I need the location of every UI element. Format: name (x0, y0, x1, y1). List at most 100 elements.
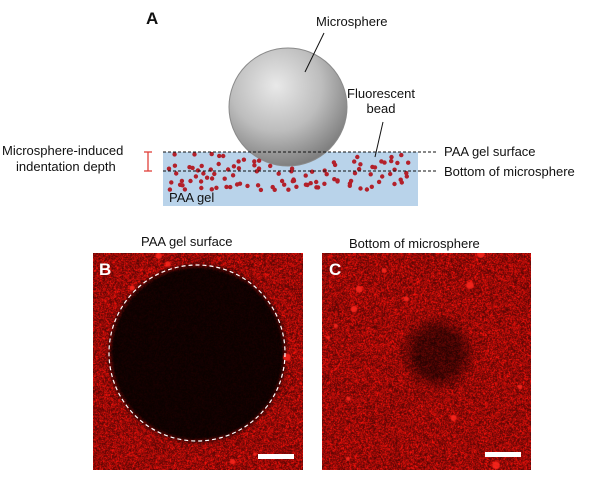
bead (198, 179, 204, 184)
bead (303, 173, 308, 178)
bead (395, 160, 400, 166)
bead (406, 160, 411, 165)
bead (392, 181, 397, 187)
fluorescent-bead-label-line2: bead (366, 101, 396, 116)
microsphere-label: Microsphere (316, 14, 388, 29)
panel-c-title: Bottom of microsphere (349, 236, 480, 251)
microsphere-bottom-fluorescence-image (322, 253, 531, 470)
bead (212, 171, 217, 177)
bead (352, 159, 357, 164)
bead (166, 166, 172, 171)
gel-surface-fluorescence-image (93, 253, 303, 470)
bead (236, 166, 242, 171)
bead (199, 163, 204, 169)
bead (252, 163, 257, 168)
indentation-depth-label-line1: Microsphere-induced (2, 143, 124, 158)
bead (358, 186, 363, 191)
bead (404, 174, 409, 179)
bead (389, 158, 394, 164)
bead (309, 169, 315, 174)
fluorescent-beads (166, 151, 411, 193)
bead (231, 164, 237, 169)
bead (289, 166, 295, 171)
bead (270, 184, 275, 190)
microsphere-leader (304, 32, 325, 73)
bead (369, 184, 374, 189)
bead (245, 183, 250, 189)
bead (174, 171, 179, 176)
bead (256, 158, 262, 163)
bead (221, 153, 226, 159)
bead (335, 178, 340, 183)
bead (214, 185, 219, 190)
gel-surface-label: PAA gel surface (444, 144, 536, 159)
bead (217, 153, 222, 159)
paa-gel-label: PAA gel (169, 190, 215, 205)
bead (294, 184, 299, 189)
bead (279, 178, 285, 184)
panel-b-letter: B (99, 260, 112, 279)
bead (195, 168, 201, 173)
bead (382, 160, 387, 165)
bead (322, 181, 327, 186)
bead (256, 166, 262, 171)
bead (179, 178, 185, 184)
bead (255, 183, 261, 188)
panel-b-scale-bar (258, 454, 294, 459)
bead (389, 154, 394, 160)
bead (228, 184, 233, 190)
panel-c-letter: C (329, 260, 342, 279)
bead (308, 181, 313, 186)
bead (224, 184, 229, 190)
bead (356, 166, 362, 172)
bead (199, 185, 204, 191)
bead (169, 180, 174, 185)
bead (376, 179, 382, 185)
bead-leader (374, 121, 384, 158)
bead (236, 159, 241, 164)
bead (372, 165, 378, 170)
bead (187, 165, 192, 170)
bead (172, 163, 178, 168)
bead (222, 176, 227, 181)
bead (216, 161, 221, 167)
microsphere (228, 47, 348, 167)
bead (332, 177, 337, 182)
fluorescent-bead-label-line1: Fluorescent (347, 86, 415, 101)
bead (192, 152, 197, 157)
bead (388, 171, 393, 177)
bead (314, 179, 319, 185)
bead (204, 175, 210, 180)
bead (399, 152, 404, 158)
bead (352, 171, 358, 176)
bead (209, 187, 214, 192)
bead (348, 178, 354, 184)
bead (404, 170, 409, 176)
bead (241, 157, 247, 162)
bead (368, 172, 373, 177)
panel-c-scale-bar (485, 452, 521, 457)
bead (182, 187, 188, 192)
bead (314, 185, 319, 190)
bead (305, 182, 310, 188)
bead (399, 180, 404, 185)
panel-b-title: PAA gel surface (141, 234, 233, 249)
microsphere-bottom-label: Bottom of microsphere (444, 164, 575, 179)
bead (201, 171, 206, 176)
bead (230, 173, 236, 178)
bead (209, 176, 215, 181)
bead (209, 151, 214, 157)
indentation-schematic (144, 32, 438, 206)
bead (252, 159, 257, 164)
bead (355, 154, 360, 160)
bead (172, 152, 177, 157)
bead (380, 174, 385, 179)
indentation-depth-marker (144, 151, 152, 172)
indentation-depth-label-line2: indentation depth (16, 159, 116, 174)
bead (258, 187, 264, 193)
bead (282, 182, 287, 187)
bead (324, 172, 329, 177)
bead (234, 182, 240, 187)
bead (276, 171, 281, 176)
bead (358, 162, 363, 167)
